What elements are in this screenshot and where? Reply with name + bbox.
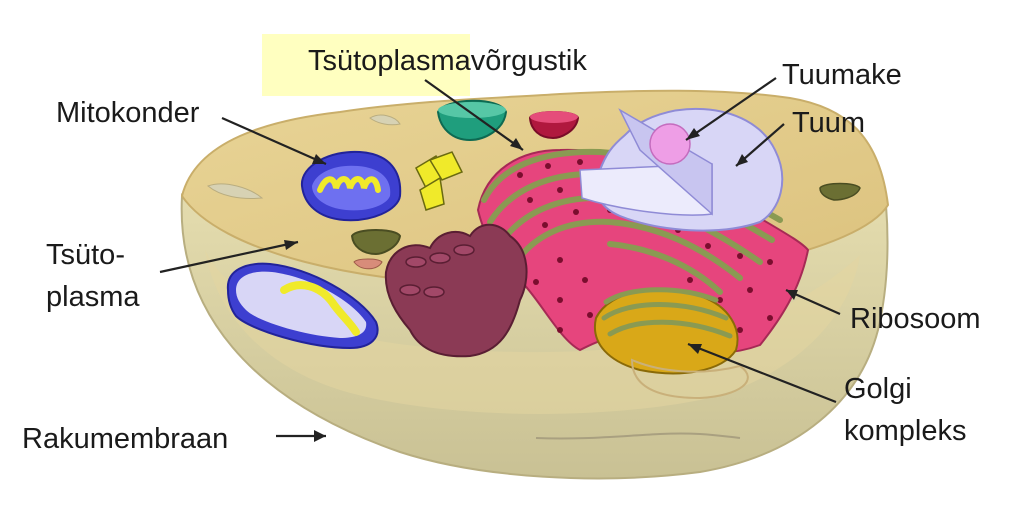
cytoplasm-cutface — [205, 250, 860, 414]
centriole — [415, 151, 464, 211]
golgi-complex — [593, 287, 749, 400]
leader-arrowheads — [284, 128, 798, 442]
nucleolus — [649, 123, 691, 165]
label-golgi-line1: Golgi — [844, 373, 912, 405]
smooth-er-tubes — [399, 244, 475, 298]
label-ribosome: Ribosoom — [850, 303, 981, 335]
label-mitochondrion: Mitokonder — [56, 97, 200, 129]
vesicle-green-rim — [438, 102, 506, 118]
surface-pit — [369, 114, 401, 126]
label-cytoplasm-line2: plasma — [46, 281, 140, 313]
label-membrane: Rakumembraan — [22, 423, 229, 455]
label-nucleus: Tuum — [792, 107, 866, 139]
vesicle-olive — [350, 229, 402, 256]
lysosome-rim — [530, 111, 578, 123]
surface-pit — [207, 183, 264, 199]
label-golgi-line2: kompleks — [844, 415, 967, 447]
leader-lines — [159, 77, 841, 438]
mitochondrion-lower — [226, 262, 379, 350]
vesicle-small — [353, 258, 383, 270]
label-highlight — [262, 34, 470, 96]
vesicle-olive-right — [819, 182, 861, 201]
membrane-crease — [535, 432, 741, 440]
label-cytoplasm-line1: Tsüto- — [46, 239, 125, 271]
label-nucleolus: Tuumake — [782, 59, 902, 91]
mitochondrion-upper — [300, 150, 402, 222]
label-er: Tsütoplasmavõrgustik — [308, 45, 587, 77]
